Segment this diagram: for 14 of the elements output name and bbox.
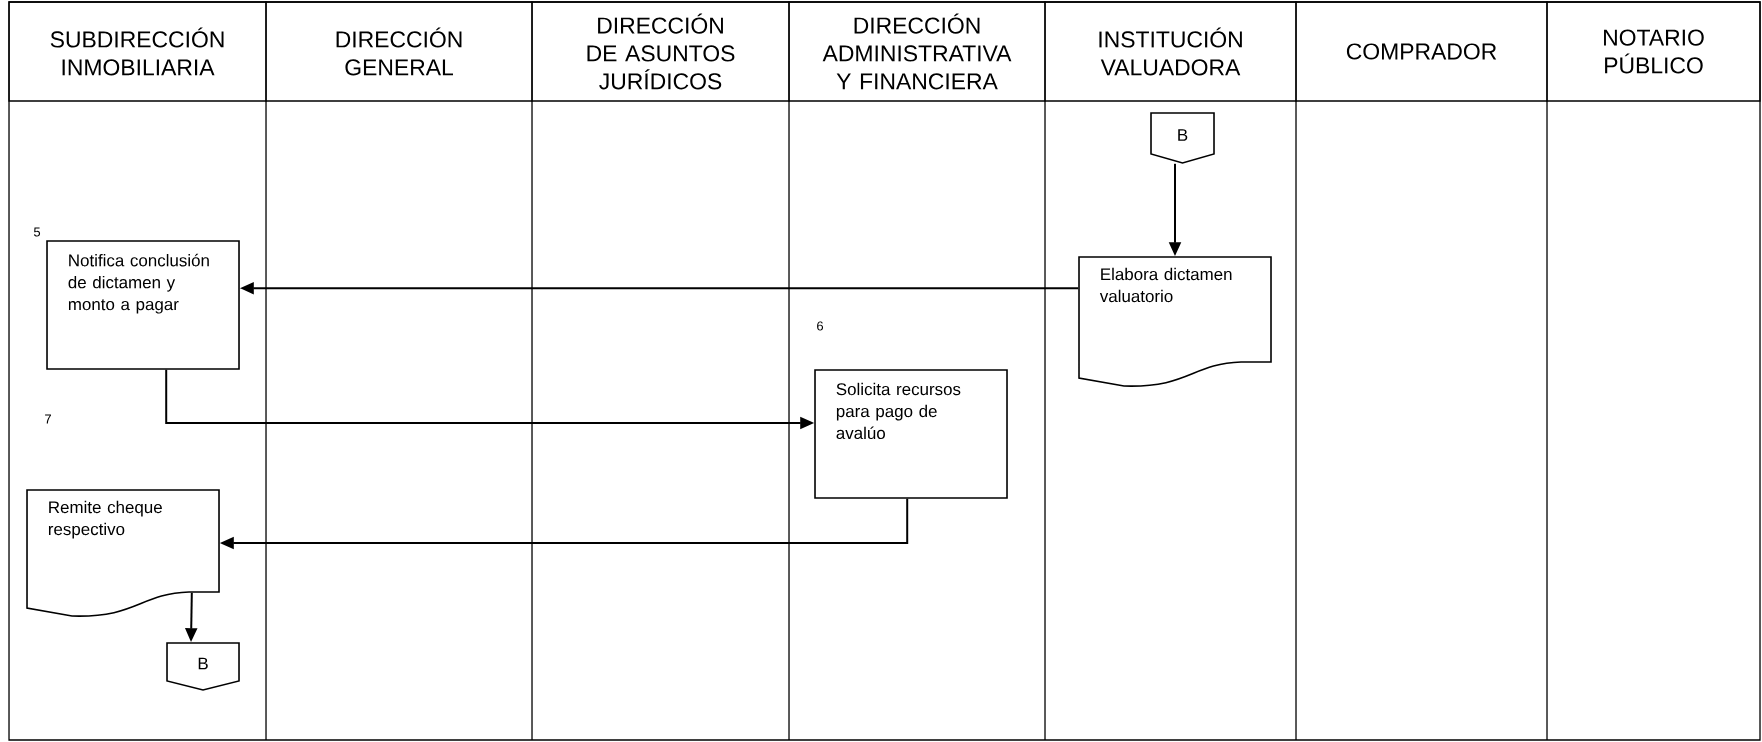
step-number: 5 bbox=[33, 227, 41, 237]
lane-header: DIRECCIÓN GENERAL bbox=[265, 1, 533, 102]
process-box: Solicita recursos para pago de avalúo bbox=[814, 369, 1008, 499]
process-box: Notifica conclusión de dictamen y monto a pagar bbox=[46, 240, 240, 370]
off-page-connector: B bbox=[1150, 112, 1215, 164]
lane-header: COMPRADOR bbox=[1295, 1, 1548, 102]
step-number: 6 bbox=[817, 321, 824, 331]
lane-header: NOTARIO PÚBLICO bbox=[1546, 1, 1761, 102]
lane-header: DIRECCIÓN DE ASUNTOS JURÍDICOS bbox=[531, 1, 790, 102]
step-number: 7 bbox=[45, 414, 51, 424]
off-page-connector: B bbox=[166, 642, 240, 691]
lane-header: SUBDIRECCIÓN INMOBILIARIA bbox=[8, 1, 267, 102]
lane-header: INSTITUCIÓN VALUADORA bbox=[1044, 1, 1297, 102]
lane-header: DIRECCIÓN ADMINISTRATIVA Y FINANCIERA bbox=[788, 1, 1046, 102]
